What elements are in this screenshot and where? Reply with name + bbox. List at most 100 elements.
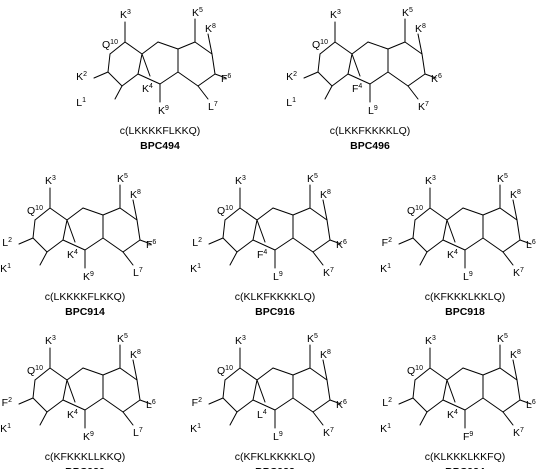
residue-letter: L	[463, 271, 469, 283]
residue-letter: L	[286, 97, 292, 109]
bond-line	[274, 237, 294, 251]
residue-number: 5	[409, 7, 413, 14]
residue-label-6: K6	[431, 73, 442, 85]
residue-label-6: F6	[221, 73, 231, 85]
bond-line	[239, 207, 258, 221]
bond-line	[62, 379, 68, 401]
residue-number: 10	[35, 205, 43, 212]
bond-line	[446, 367, 464, 381]
bond-line	[84, 237, 104, 251]
residue-number: 5	[314, 173, 318, 180]
bond-line	[414, 207, 431, 221]
residue-letter: L	[146, 399, 152, 411]
residue-label-10: Q10	[27, 365, 43, 377]
residue-letter: K	[447, 249, 454, 261]
bond-line	[499, 207, 518, 221]
residue-letter: K	[192, 7, 199, 19]
residue-label-9: F9	[463, 431, 473, 443]
bond-line	[141, 53, 151, 77]
scaffold-bonds	[303, 18, 437, 103]
bond-line	[462, 367, 484, 376]
residue-label-9: K9	[158, 105, 169, 117]
bond-line	[222, 219, 226, 239]
compound-code: BPC924	[445, 466, 485, 469]
residue-letter: F	[221, 73, 227, 85]
residue-label-6: K6	[336, 399, 347, 411]
residue-number: 4	[358, 83, 362, 90]
residue-number: 2	[8, 237, 12, 244]
bond-line	[49, 207, 68, 221]
bond-line	[132, 199, 138, 221]
residue-number: 8	[517, 349, 521, 356]
bond-line	[114, 85, 123, 100]
bond-line	[429, 207, 448, 221]
scaffold-bonds	[398, 184, 532, 269]
residue-number: 3	[432, 335, 436, 342]
residue-label-3: K3	[45, 175, 56, 187]
residue-letter: L	[192, 237, 198, 249]
bond-line	[351, 53, 361, 77]
residue-letter: F	[2, 397, 8, 409]
residue-label-1: K1	[380, 423, 391, 435]
residue-letter: K	[513, 267, 520, 279]
residue-number: 8	[327, 349, 331, 356]
residue-label-4: F4	[257, 249, 267, 261]
residue-letter: K	[418, 101, 425, 113]
residue-number: 6	[343, 399, 347, 406]
bond-line	[62, 239, 86, 251]
residue-letter: K	[142, 83, 149, 95]
bond-line	[319, 41, 336, 55]
residue-number: 10	[225, 205, 233, 212]
residue-label-7: L7	[133, 427, 143, 439]
bond-line	[407, 85, 419, 100]
residue-letter: K	[415, 23, 422, 35]
residue-letter: Q	[312, 39, 320, 51]
bond-line	[132, 359, 138, 381]
bond-line	[34, 207, 51, 221]
residue-label-1: L1	[286, 97, 296, 109]
bond-line	[482, 397, 504, 413]
residue-letter: K	[83, 431, 90, 443]
residue-letter: K	[320, 189, 327, 201]
bond-line	[256, 207, 274, 221]
bond-line	[334, 41, 353, 55]
residue-label-10: Q10	[217, 205, 233, 217]
residue-label-5: K5	[307, 333, 318, 345]
residue-number: 3	[52, 175, 56, 182]
residue-label-5: K5	[117, 173, 128, 185]
residue-letter: L	[273, 431, 279, 443]
bond-line	[417, 33, 423, 55]
residue-letter: K	[76, 71, 83, 83]
bond-line	[82, 367, 104, 376]
residue-number: 10	[35, 365, 43, 372]
bond-line	[272, 207, 294, 216]
residue-label-7: L7	[133, 267, 143, 279]
bond-line	[136, 379, 141, 401]
bond-line	[107, 53, 111, 73]
bond-line	[274, 397, 294, 411]
scaffold-bonds	[398, 344, 532, 429]
residue-letter: K	[380, 423, 387, 435]
compound-code: BPC914	[65, 306, 105, 318]
residue-number: 4	[454, 249, 458, 256]
bond-line	[482, 207, 501, 216]
bond-line	[222, 237, 238, 253]
residue-number: 1	[197, 263, 201, 270]
bond-line	[426, 399, 444, 413]
residue-letter: K	[190, 423, 197, 435]
residue-letter: K	[190, 263, 197, 275]
bond-line	[516, 219, 521, 241]
bond-line	[49, 367, 68, 381]
bond-line	[464, 397, 484, 411]
residue-number: 3	[242, 175, 246, 182]
residue-number: 3	[337, 9, 341, 16]
bond-line	[464, 237, 484, 251]
residue-letter: F	[146, 239, 152, 251]
residue-letter: K	[431, 73, 438, 85]
bond-line	[369, 71, 389, 85]
residue-label-2: F2	[382, 237, 392, 249]
residue-number: 6	[152, 239, 156, 246]
residue-label-1: K1	[380, 263, 391, 275]
